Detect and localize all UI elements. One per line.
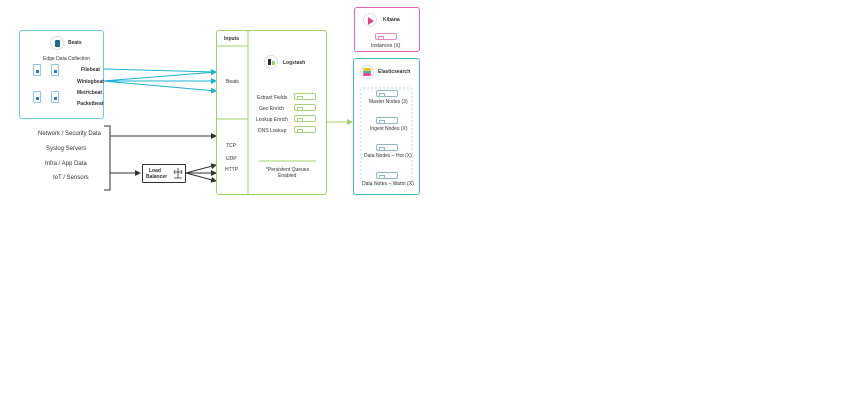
logstash-panel xyxy=(216,30,327,195)
beats-item-metricbeat: Metricbeat xyxy=(77,90,103,96)
elasticsearch-title: Elasticsearch xyxy=(378,69,411,75)
es-ingest-nodes: Ingest Nodes (X) xyxy=(370,126,408,132)
logstash-filter-extract: Extract Fields xyxy=(257,95,288,101)
logstash-inputs-label: Inputs xyxy=(224,36,239,42)
es-nodes-dashed-group xyxy=(360,87,413,186)
kibana-instance-icon xyxy=(375,33,397,40)
beats-server-icon-3 xyxy=(33,91,41,103)
logstash-logo-icon xyxy=(264,55,278,69)
source-infra-app: Infra / App Data xyxy=(45,161,87,167)
sources-bracket xyxy=(104,125,111,191)
arrow-winlogbeat-a xyxy=(102,69,217,82)
logstash-pipeline-icon-3 xyxy=(294,115,316,122)
logstash-protocol-http: HTTP xyxy=(225,167,239,173)
arrow-filebeat xyxy=(102,68,217,75)
kibana-panel: Kibana Instances (X) xyxy=(354,7,420,52)
arrow-metricbeat xyxy=(102,80,217,94)
logstash-protocol-udp: UDP xyxy=(226,156,237,162)
logstash-queue-label-2: Enabled xyxy=(278,173,297,179)
logstash-pipeline-icon-1 xyxy=(294,93,316,100)
arrow-lb-3 xyxy=(185,172,217,183)
beats-subtitle: Edge Data Collection xyxy=(43,56,90,62)
source-syslog: Syslog Servers xyxy=(46,146,87,152)
logstash-beats-input: Beats xyxy=(226,79,239,85)
beats-server-icon-2 xyxy=(51,64,59,76)
source-network-security: Network / Security Data xyxy=(38,131,102,137)
logstash-protocol-tcp: TCP xyxy=(226,143,236,149)
load-balancer-icon xyxy=(173,167,183,181)
kibana-logo-icon xyxy=(363,13,377,27)
load-balancer-label-2: Balancer xyxy=(146,174,168,180)
beats-item-packetbeat: Packetbeat xyxy=(77,101,104,107)
es-master-nodes: Master Nodes (3) xyxy=(369,99,408,105)
logstash-pipeline-icon-2 xyxy=(294,104,316,111)
logstash-filter-geo: Geo Enrich xyxy=(259,106,285,112)
source-iot-sensors: IoT / Sensors xyxy=(53,175,89,181)
es-warm-node-icon xyxy=(376,172,398,179)
beats-item-winlogbeat: Winlogbeat xyxy=(77,79,104,85)
beats-panel: Beats Edge Data Collection Filebeat Winl… xyxy=(19,30,104,119)
beats-item-filebeat: Filebeat xyxy=(81,67,100,73)
beats-logo-icon xyxy=(50,36,64,50)
es-hot-node-icon xyxy=(376,144,398,151)
logstash-filter-dns: DNS Lookup xyxy=(258,128,287,134)
es-master-node-icon xyxy=(376,90,398,97)
logstash-pipeline-icon-4 xyxy=(294,126,316,133)
kibana-instances: Instances (X) xyxy=(371,43,401,49)
logstash-filter-lookup: Lookup Enrich xyxy=(256,117,288,123)
kibana-title: Kibana xyxy=(383,17,400,23)
beats-server-icon-1 xyxy=(33,64,41,76)
es-ingest-node-icon xyxy=(376,117,398,124)
load-balancer: Load Balancer xyxy=(142,164,186,183)
elasticsearch-panel xyxy=(353,58,420,195)
arrow-lb-1 xyxy=(185,163,217,174)
es-hot-nodes: Data Nodes – Hot (X) xyxy=(364,153,412,159)
beats-title: Beats xyxy=(68,40,82,46)
load-balancer-label-1: Load xyxy=(149,168,161,174)
elasticsearch-logo-icon xyxy=(360,65,374,79)
logstash-queue-label-1: *Persistent Queues xyxy=(266,167,310,173)
es-warm-nodes: Data Notes – Warm (X) xyxy=(362,181,414,187)
beats-server-icon-4 xyxy=(51,91,59,103)
logstash-title: Logstash xyxy=(283,60,306,66)
